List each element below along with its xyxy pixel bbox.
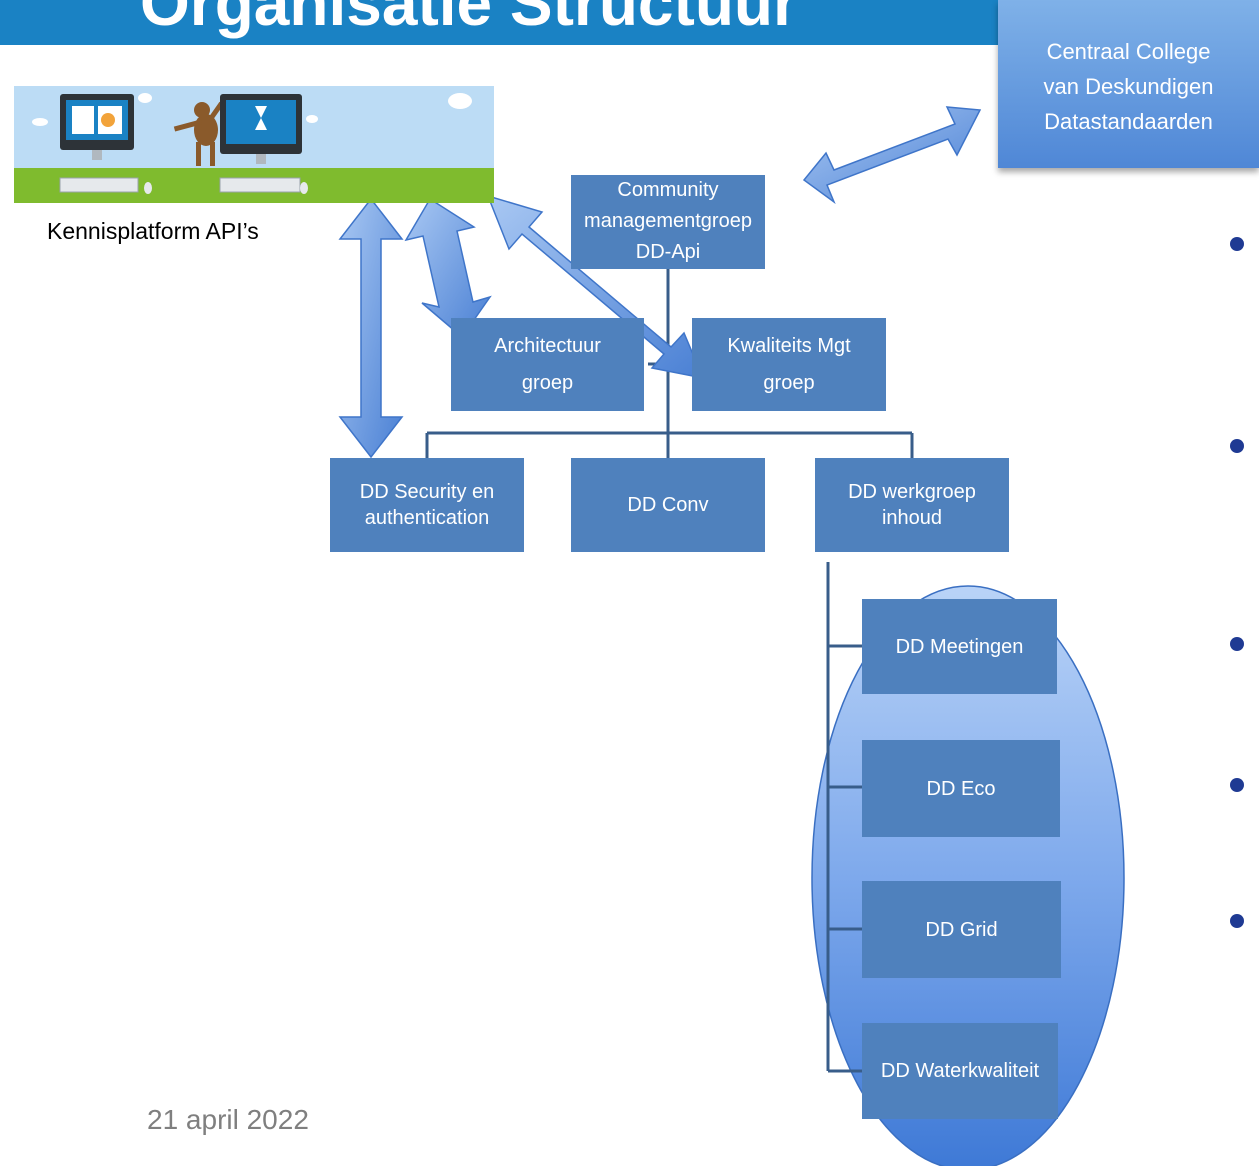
architectuur-box: Architectuur groep (451, 318, 644, 411)
bullet-dot (1230, 778, 1244, 792)
grid-label: DD Grid (925, 918, 998, 941)
waterkwaliteit-box: DD Waterkwaliteit (862, 1023, 1058, 1119)
central-college-line: van Deskundigen (1043, 74, 1214, 99)
werkgroep-line: inhoud (881, 507, 943, 529)
central-college-line: Centraal College (1046, 39, 1211, 64)
kwaliteit-box: Kwaliteits Mgt groep (692, 318, 886, 411)
security-box: DD Security en authentication (330, 458, 524, 552)
architectuur-line: groep (521, 371, 574, 394)
meetingen-box: DD Meetingen (862, 599, 1057, 694)
monitor-icon (59, 94, 152, 194)
waterkwaliteit-label: DD Waterkwaliteit (880, 1060, 1040, 1082)
cloud-icon (32, 93, 472, 126)
workgroup-ellipse (811, 585, 1125, 1166)
community-line: DD-Api (635, 241, 701, 263)
bullet-dot (1230, 914, 1244, 928)
double-arrow-central-college (802, 106, 982, 205)
werkgroep-line: DD werkgroep (848, 481, 976, 503)
community-line: managementgroep (584, 210, 752, 232)
werkgroep-box: DD werkgroep inhoud (815, 458, 1009, 552)
grid-box: DD Grid (862, 881, 1061, 978)
architectuur-line: Architectuur (494, 334, 601, 357)
community-line: Community (617, 179, 719, 201)
central-college-box: Centraal College van Deskundigen Datasta… (998, 0, 1259, 168)
page-title: Organisatie Structuur (140, 0, 798, 39)
security-line: DD Security en (359, 481, 495, 503)
double-arrow-architectuur (404, 197, 492, 339)
conv-label: DD Conv (627, 494, 709, 516)
security-line: authentication (364, 507, 490, 529)
footer-date: 21 april 2022 (147, 1104, 309, 1135)
kwaliteit-line: Kwaliteits Mgt (727, 334, 851, 357)
double-arrow-security (338, 197, 404, 459)
community-box: Community managementgroep DD-Api (571, 175, 765, 269)
monkey-figure (173, 101, 224, 166)
kwaliteit-line: groep (763, 371, 815, 394)
eco-label: DD Eco (926, 777, 996, 800)
knowledge-platform-label: Kennisplatform API’s (47, 218, 259, 244)
central-college-line: Datastandaarden (1044, 109, 1213, 134)
eco-box: DD Eco (862, 740, 1060, 837)
bullet-dot (1230, 637, 1244, 651)
conv-box: DD Conv (571, 458, 765, 552)
bullet-dot (1230, 237, 1244, 251)
monitor-icon (219, 94, 308, 194)
meetingen-label: DD Meetingen (895, 635, 1024, 658)
knowledge-platform-illustration (14, 86, 494, 203)
bullet-dot (1230, 439, 1244, 453)
